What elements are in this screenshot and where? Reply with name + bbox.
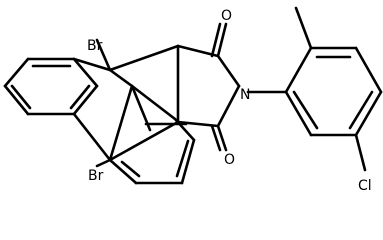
bromine-bottom-label: Br [88,168,104,184]
chlorine-label: Cl [358,178,372,194]
bridgehead-bonds [72,38,180,168]
left-benzene-ring [3,57,99,116]
bromine-top-label: Br [87,38,103,54]
oxygen-bottom-label: O [224,152,235,168]
imide-ring [176,22,241,152]
nitrogen-label: N [240,87,250,103]
oxygen-top-label: O [221,8,232,24]
chemical-structure-diagram: Br Br O O N Cl [3,6,383,194]
lower-benzene-ring [108,84,196,185]
chlorotolyl-ring [246,6,383,172]
